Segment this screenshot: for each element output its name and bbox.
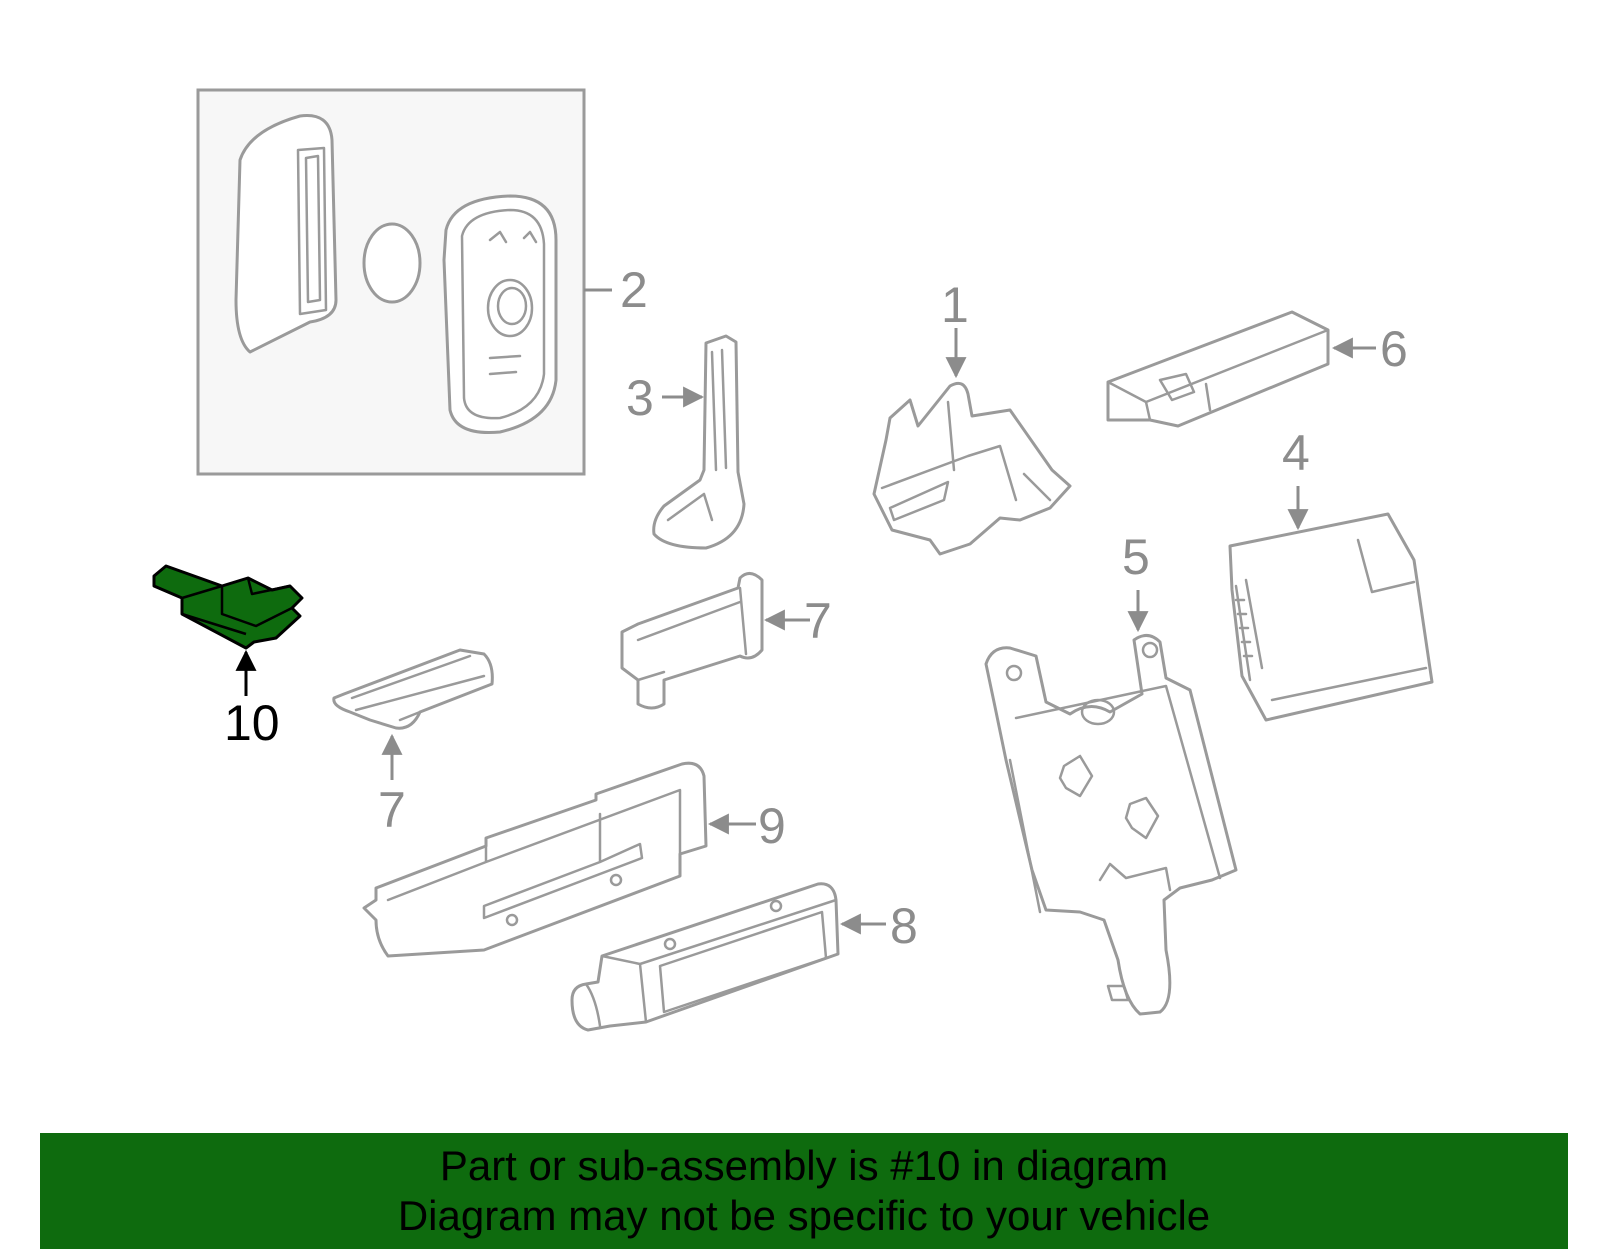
part-10-bracket-highlighted[interactable]: 10 — [152, 564, 304, 751]
notice-banner: Part or sub-assembly is #10 in diagram D… — [40, 1133, 1568, 1249]
banner-line-part: Part or sub-assembly is #10 in diagram — [439, 1142, 1169, 1189]
callout-7-lower: 7 — [378, 782, 406, 838]
part-6-antenna-module[interactable]: 6 — [1106, 310, 1408, 428]
part-3-key-blade[interactable]: 3 — [626, 334, 746, 550]
callout-7-upper: 7 — [804, 593, 832, 649]
part-9-antenna-bracket[interactable]: 9 — [362, 761, 786, 958]
part-5-receiver-module[interactable]: 5 — [984, 529, 1238, 1016]
part-10-shape — [152, 564, 304, 650]
fob-battery — [362, 222, 422, 304]
callout-10: 10 — [224, 695, 280, 751]
callout-8: 8 — [890, 898, 918, 954]
part-7-antenna-upper[interactable]: 7 — [620, 572, 832, 710]
callout-1: 1 — [941, 277, 969, 333]
callout-3: 3 — [626, 370, 654, 426]
callout-6: 6 — [1380, 321, 1408, 377]
callout-9: 9 — [758, 798, 786, 854]
part-8-antenna-module[interactable]: 8 — [570, 882, 918, 1032]
callout-5: 5 — [1122, 529, 1150, 585]
part-4-control-module[interactable]: 4 — [1228, 425, 1434, 722]
fob-cover — [234, 114, 338, 354]
callout-4: 4 — [1282, 425, 1310, 481]
part-7-antenna-lower[interactable]: 7 — [332, 648, 494, 838]
callout-2: 2 — [620, 262, 648, 318]
part-2-key-fob-kit[interactable]: 2 — [196, 88, 648, 476]
part-1-module[interactable]: 1 — [872, 277, 1072, 556]
banner-line-disclaimer: Diagram may not be specific to your vehi… — [397, 1192, 1211, 1239]
